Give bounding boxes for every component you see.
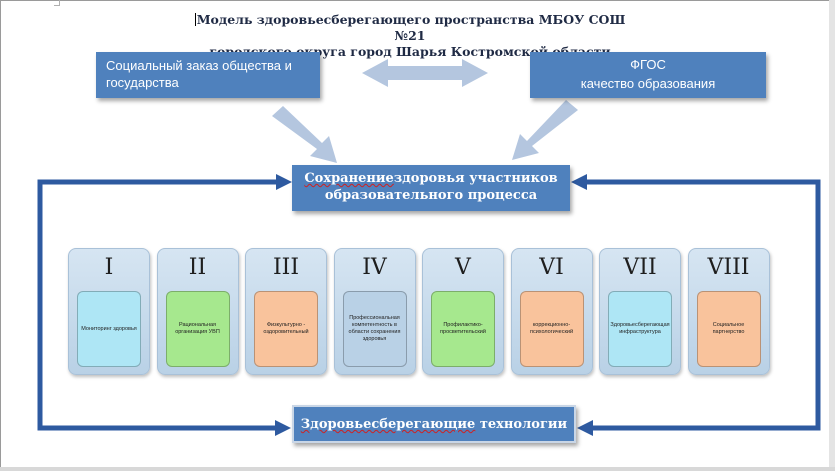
direction-number: VI (539, 255, 564, 280)
double-arrow (362, 59, 488, 87)
education-quality-label: качество образования (580, 76, 716, 91)
direction-number: V (455, 255, 471, 280)
left-down-arrow (272, 106, 337, 163)
fgos-label: ФГОС (630, 57, 666, 72)
direction-card: I Мониторинг здоровья (68, 248, 150, 375)
text-cursor (194, 13, 196, 26)
health-technologies-box: Здоровьесберегающие технологии (292, 405, 576, 443)
direction-label: коррекционно-психологический (519, 291, 584, 367)
right-loop-head-top (571, 174, 587, 190)
right-down-arrow (512, 100, 578, 160)
direction-label: Профессиональная компетентность в област… (342, 291, 407, 367)
health-preservation-box: Сохранениездоровья участников образовате… (292, 165, 570, 211)
right-loop-head-bottom (577, 420, 593, 436)
direction-card: IV Профессиональная компетентность в обла… (333, 248, 416, 375)
diagram-title: Модель здоровьесберегающего пространства… (180, 12, 640, 60)
direction-card: VI коррекционно-психологический (510, 248, 593, 375)
direction-card: V Профилактико-просветительский (422, 248, 504, 375)
fgos-box: ФГОС качество образования (530, 52, 766, 98)
bottom-word-1: Здоровьесберегающие (300, 417, 476, 432)
direction-label: Мониторинг здоровья (77, 291, 141, 367)
direction-label: Физкультурно - оздоровительный (254, 291, 318, 367)
direction-number: II (188, 255, 207, 280)
direction-label: Здоровьесберегающая инфраструктура (608, 291, 672, 367)
right-loop-arrow (584, 179, 821, 431)
left-loop-head-bottom (275, 420, 291, 436)
direction-card: II Рациональная организация УВП (156, 248, 239, 375)
direction-card: VIII Социальное партнерство (687, 248, 770, 375)
direction-number: VII (623, 255, 657, 280)
bottom-word-2: технологии (475, 417, 568, 432)
direction-label: Профилактико-просветительский (431, 291, 495, 367)
left-loop-head-top (276, 174, 292, 190)
directions-panel: I Мониторинг здоровья II Рациональная орган… (64, 242, 774, 377)
page-edge-right (829, 0, 835, 471)
center-line-2: образовательного процесса (324, 188, 538, 203)
direction-card: VII Здоровьесберегающая инфраструктура (599, 248, 681, 375)
direction-number: VIII (707, 255, 750, 280)
center-word-2: здоровья участников (393, 171, 558, 186)
direction-number: I (104, 255, 114, 280)
corner-mark (54, 0, 60, 6)
direction-label: Рациональная организация УВП (165, 291, 230, 367)
page-edge-bottom (0, 467, 835, 471)
social-order-box: Социальный заказ общества и государства (96, 52, 320, 98)
direction-number: III (272, 255, 300, 280)
direction-card: III Физкультурно - оздоровительный (245, 248, 327, 375)
left-loop-arrow (37, 179, 280, 431)
direction-label: Социальное партнерство (696, 291, 761, 367)
title-line-1: Модель здоровьесберегающего пространства… (196, 12, 626, 43)
direction-number: IV (362, 255, 387, 280)
center-word-1: Сохранение (304, 171, 394, 186)
